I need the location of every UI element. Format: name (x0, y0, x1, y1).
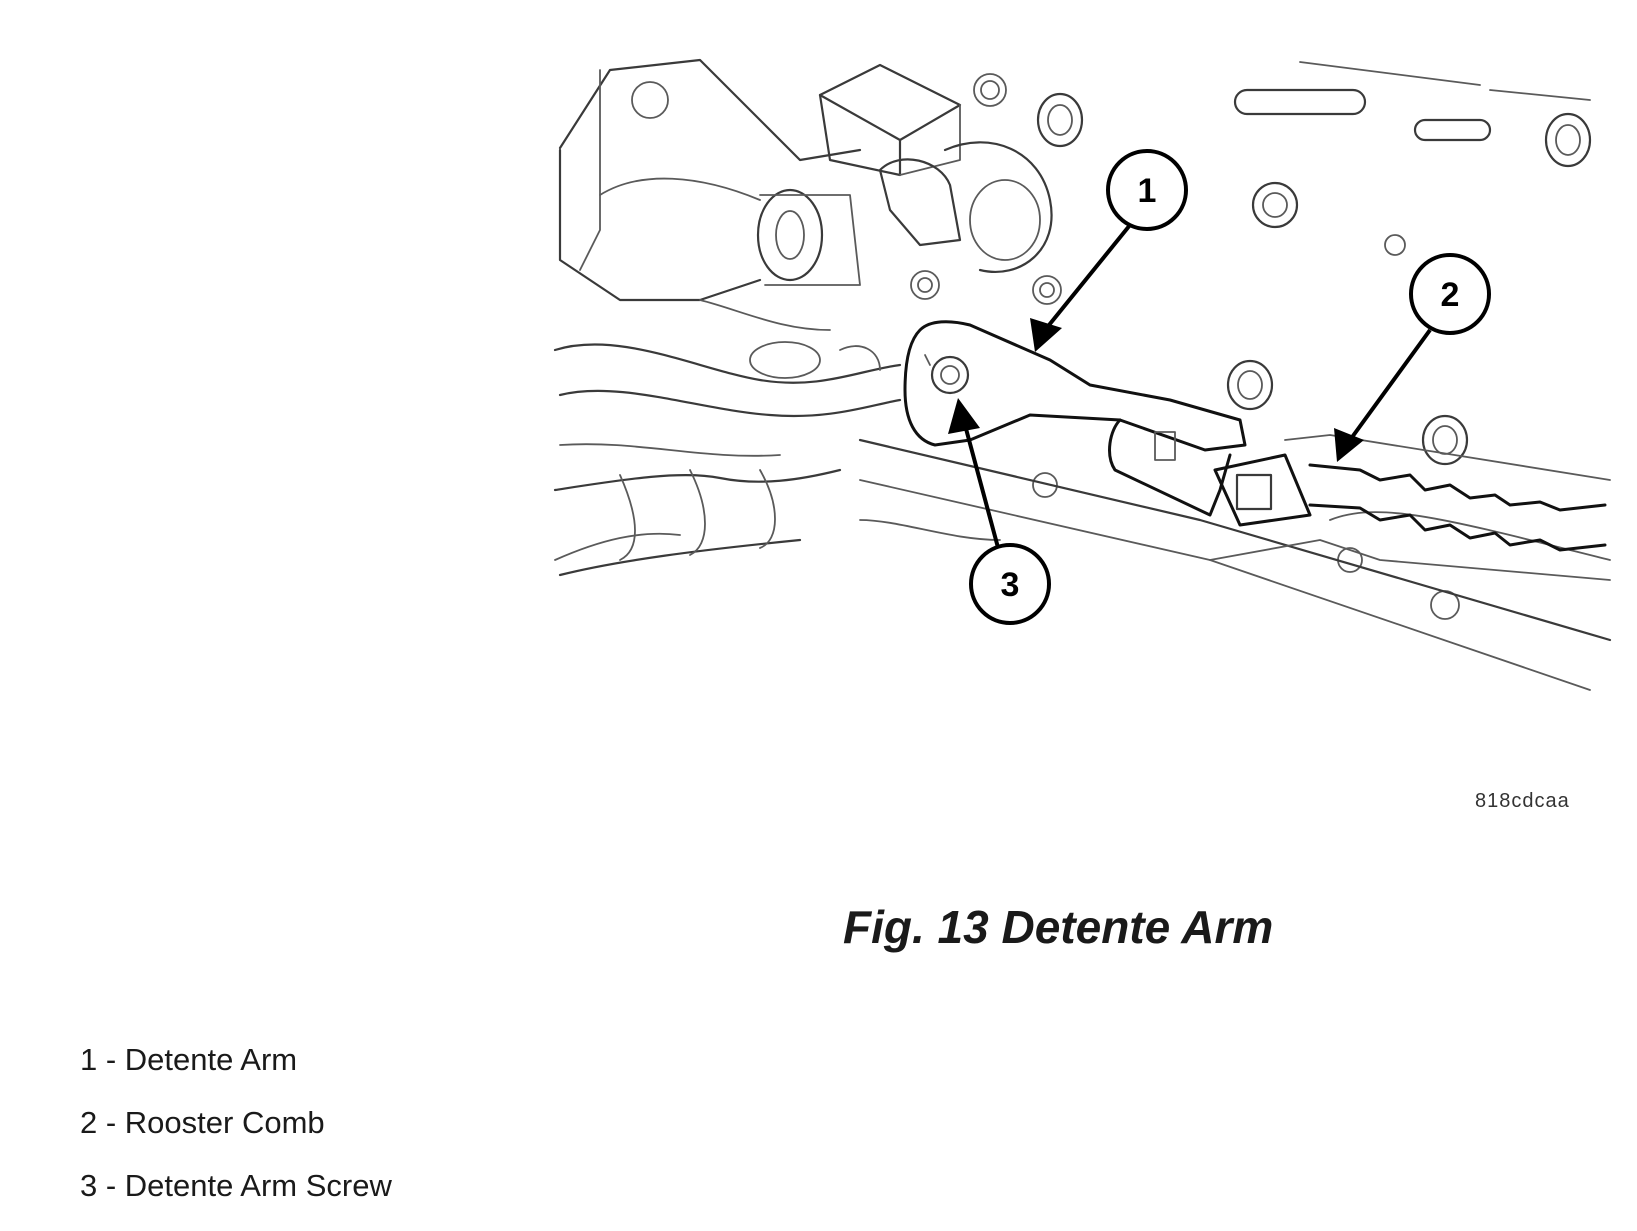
legend-item: 2 - Rooster Comb (80, 1105, 325, 1140)
legend-item: 3 - Detente Arm Screw (80, 1168, 392, 1203)
transmission-line-art (553, 58, 1612, 691)
callout-2-label: 2 (1441, 276, 1460, 314)
legend-item: 1 - Detente Arm (80, 1042, 298, 1077)
art-code-label: 818cdcaa (1475, 790, 1570, 812)
callout-3: 3 (969, 543, 1051, 625)
figure-caption: Fig. 13 Detente Arm (843, 901, 1274, 953)
callout-1-label: 1 (1138, 172, 1157, 210)
callout-2: 2 (1409, 253, 1491, 335)
callout-1: 1 (1106, 149, 1188, 231)
callout-legend: 1 - Detente Arm 2 - Rooster Comb 3 - Det… (80, 1042, 392, 1231)
callout-3-label: 3 (1001, 566, 1020, 604)
callout-leaders (948, 223, 1432, 556)
